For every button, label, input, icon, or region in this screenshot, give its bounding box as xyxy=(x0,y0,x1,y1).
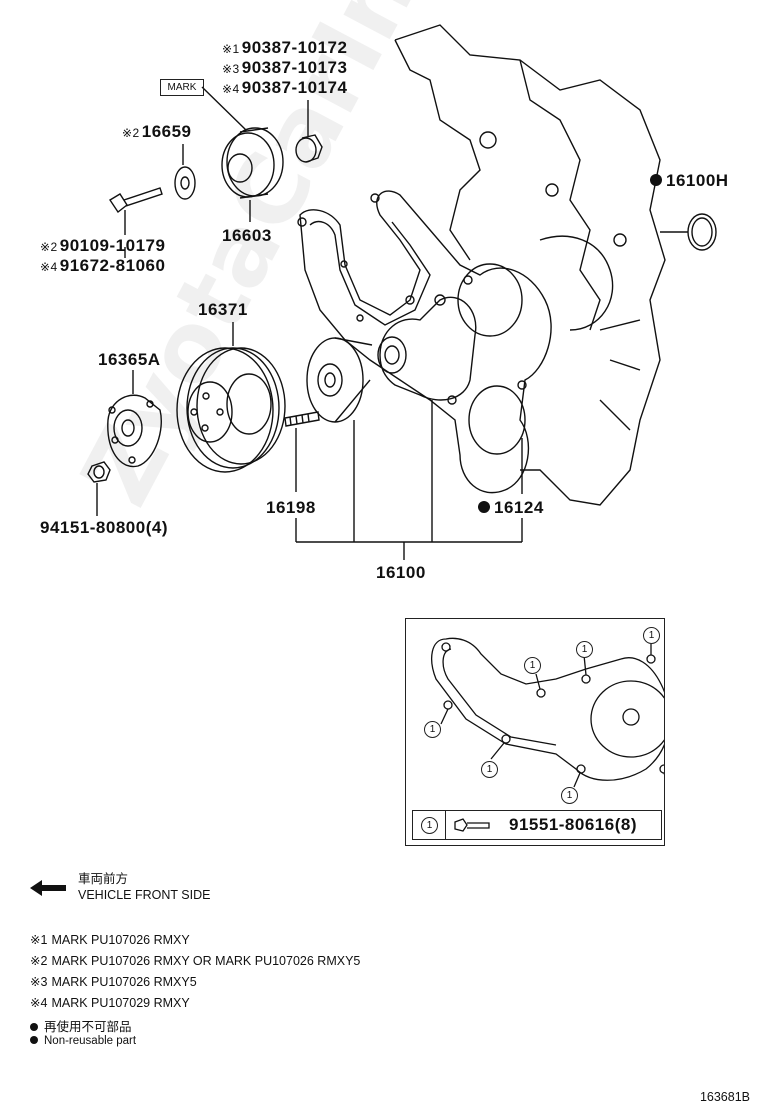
mark-box: MARK xyxy=(160,79,204,96)
front-side-en: VEHICLE FRONT SIDE xyxy=(78,888,211,902)
part-label-16124: 16124 xyxy=(478,498,544,518)
plate-16659 xyxy=(174,166,196,200)
nut-94151 xyxy=(87,461,111,483)
callout-1: 1 xyxy=(524,657,541,674)
callout-1: 1 xyxy=(643,627,660,644)
pulley-16371 xyxy=(176,347,286,473)
bolt-location-inset: 1 1 1 1 1 1 xyxy=(405,618,665,846)
part-label-16100: 16100 xyxy=(376,563,426,582)
stud-16198 xyxy=(284,411,320,427)
hub-16365a xyxy=(107,394,162,468)
nonreusable-dot-icon xyxy=(30,1023,38,1031)
water-pump-body xyxy=(379,296,477,401)
callout-1: 1 xyxy=(424,721,441,738)
inset-bolt-legend: 1 91551-80616(8) xyxy=(412,810,662,840)
illustration-ref-code: 163681B xyxy=(699,1090,750,1104)
callout-1: 1 xyxy=(481,761,498,778)
part-label-16603: 16603 xyxy=(222,226,272,245)
spacer-90387 xyxy=(295,134,323,163)
bolt-icon xyxy=(454,818,490,832)
front-side-jp: 車両前方 xyxy=(78,872,129,886)
legend-callout-cell: 1 xyxy=(413,811,446,839)
nonreusable-en: Non-reusable part xyxy=(30,1035,136,1047)
part-label-16371: 16371 xyxy=(198,300,248,319)
part-label-91551-80616: 91551-80616(8) xyxy=(509,815,637,834)
idler-pulley-16603 xyxy=(221,127,284,199)
nonreusable-dot-icon xyxy=(478,500,490,513)
callout-1: 1 xyxy=(576,641,593,658)
callout-1: 1 xyxy=(561,787,578,804)
part-label-16100h: 16100H xyxy=(650,171,729,191)
front-arrow-icon xyxy=(30,880,66,896)
bolt-90109 xyxy=(109,187,163,214)
nonreusable-dot-icon xyxy=(30,1036,38,1044)
callout-1: 1 xyxy=(421,817,438,834)
water-pump-gasket-16124 xyxy=(299,190,552,494)
nonreusable-dot-icon xyxy=(650,173,662,186)
part-label-94151-80800: 94151-80800(4) xyxy=(40,518,168,537)
engine-block-outline xyxy=(394,24,666,506)
inset-pump-drawing xyxy=(431,637,664,788)
part-label-16365a: 16365A xyxy=(98,350,161,369)
nonreusable-jp: 再使用不可部品 xyxy=(30,1016,132,1035)
part-label-16198: 16198 xyxy=(266,498,316,517)
